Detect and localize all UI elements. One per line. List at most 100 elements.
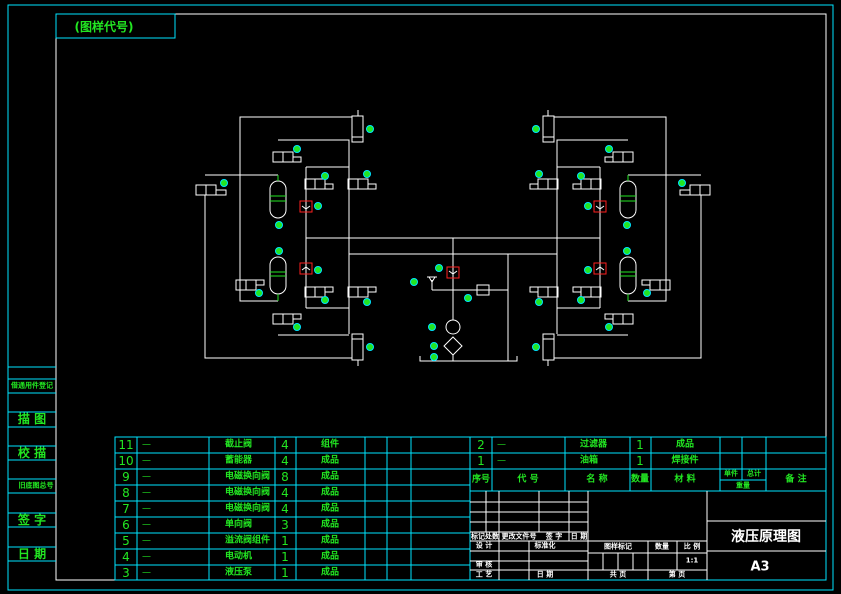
pattern-mark-label: 图样标记 — [604, 542, 632, 551]
part-name: 电磁换向阀 — [225, 487, 271, 498]
part-code: — — [142, 519, 151, 530]
part-qty: 4 — [281, 486, 289, 500]
process-label: 工 艺 — [475, 570, 493, 579]
header-total: 总计 — [747, 469, 761, 478]
rev-count: 处数 — [485, 532, 499, 541]
part-no: 3 — [122, 566, 130, 580]
part-qty: 4 — [281, 454, 289, 468]
part-material: 成品 — [320, 519, 340, 530]
part-code: — — [142, 551, 151, 562]
part-name: 过滤器 — [580, 439, 608, 450]
page-number: 第 页 — [668, 570, 686, 579]
part-qty: 1 — [281, 566, 289, 580]
header-code: 代 号 — [517, 474, 539, 485]
relief-valve — [476, 284, 490, 296]
part-material: 成品 — [320, 471, 340, 482]
strip-check-trace: 校 描 — [17, 446, 47, 460]
part-no: 7 — [122, 502, 130, 516]
left-strip-grid — [8, 366, 56, 562]
part-qty: 3 — [281, 518, 289, 532]
total-pages: 共 页 — [609, 570, 627, 579]
tank-line — [419, 356, 518, 362]
part-material: 成品 — [320, 455, 340, 466]
part-qty: 4 — [281, 438, 289, 452]
part-no: 10 — [118, 454, 134, 468]
power-unit — [410, 238, 518, 362]
strip-signature: 签 字 — [17, 513, 47, 527]
part-material: 焊接件 — [671, 455, 699, 466]
part-name: 蓄能器 — [225, 455, 253, 466]
part-material: 组件 — [320, 439, 340, 450]
strip-trace: 描 图 — [17, 412, 47, 426]
part-code: — — [142, 471, 151, 482]
part-material: 成品 — [320, 503, 340, 514]
filter-symbol — [443, 336, 463, 356]
strip-borrow-register: 借通用件登记 — [11, 381, 53, 390]
part-code: — — [142, 455, 151, 466]
part-name: 电磁换向阀 — [225, 471, 271, 482]
parts-list-grid — [114, 436, 827, 581]
part-code: — — [142, 503, 151, 514]
design-label: 设 计 — [475, 541, 493, 550]
inner-frame — [55, 13, 827, 581]
part-code: — — [142, 439, 151, 450]
drawing-code-label: (图样代号) — [74, 20, 134, 34]
part-no: 9 — [122, 470, 130, 484]
part-name: 截止阀 — [225, 439, 253, 450]
header-material: 材 料 — [674, 474, 696, 485]
part-no: 2 — [477, 438, 485, 452]
header-qty: 数量 — [630, 474, 650, 485]
header-no: 序号 — [471, 474, 491, 485]
part-name: 单向阀 — [225, 519, 253, 530]
left-circuit — [195, 109, 454, 367]
part-material: 成品 — [320, 567, 340, 578]
part-name: 电动机 — [225, 551, 253, 562]
part-qty: 4 — [281, 502, 289, 516]
part-code: — — [142, 567, 151, 578]
part-name: 油箱 — [580, 455, 599, 466]
rev-sign: 签 字 — [545, 532, 563, 541]
header-name: 名 称 — [586, 474, 608, 485]
part-qty: 1 — [636, 438, 644, 452]
part-no: 1 — [477, 454, 485, 468]
part-material: 成品 — [675, 439, 695, 450]
rev-doc: 更改文件号 — [501, 532, 537, 541]
outer-frame — [7, 4, 834, 591]
standard-label: 标准化 — [534, 541, 556, 550]
part-no: 8 — [122, 486, 130, 500]
drawing-code-box — [55, 13, 176, 39]
part-qty: 1 — [281, 534, 289, 548]
part-code: — — [497, 439, 506, 450]
header-remark: 备 注 — [785, 474, 807, 485]
part-code: — — [142, 487, 151, 498]
drawing-title: 液压原理图 — [731, 529, 801, 545]
part-material: 成品 — [320, 551, 340, 562]
part-no: 5 — [122, 534, 130, 548]
strip-old-drawing-no: 旧底图总号 — [18, 481, 54, 490]
check-valve-highlight — [446, 266, 460, 279]
part-name: 溢流阀组件 — [225, 535, 271, 546]
date-label: 日 期 — [536, 570, 554, 579]
pump-symbol — [445, 319, 461, 335]
part-material: 成品 — [320, 535, 340, 546]
part-no: 11 — [118, 438, 134, 452]
part-code: — — [142, 535, 151, 546]
rev-mark: 标记 — [471, 532, 485, 541]
part-no: 6 — [122, 518, 130, 532]
title-block-grid — [470, 491, 826, 580]
header-weight: 重量 — [736, 481, 750, 490]
quantity-label: 数量 — [655, 542, 669, 551]
scale-value: 1:1 — [685, 556, 699, 565]
header-unit: 单件 — [724, 469, 738, 478]
scale-label: 比 例 — [683, 542, 701, 551]
part-no: 4 — [122, 550, 130, 564]
part-name: 电磁换向阀 — [225, 503, 271, 514]
right-circuit — [452, 109, 711, 367]
part-name: 液压泵 — [225, 567, 253, 578]
rev-date: 日 期 — [570, 532, 588, 541]
part-code: — — [497, 455, 506, 466]
strip-date: 日 期 — [17, 547, 47, 561]
part-qty: 1 — [281, 550, 289, 564]
part-qty: 1 — [636, 454, 644, 468]
